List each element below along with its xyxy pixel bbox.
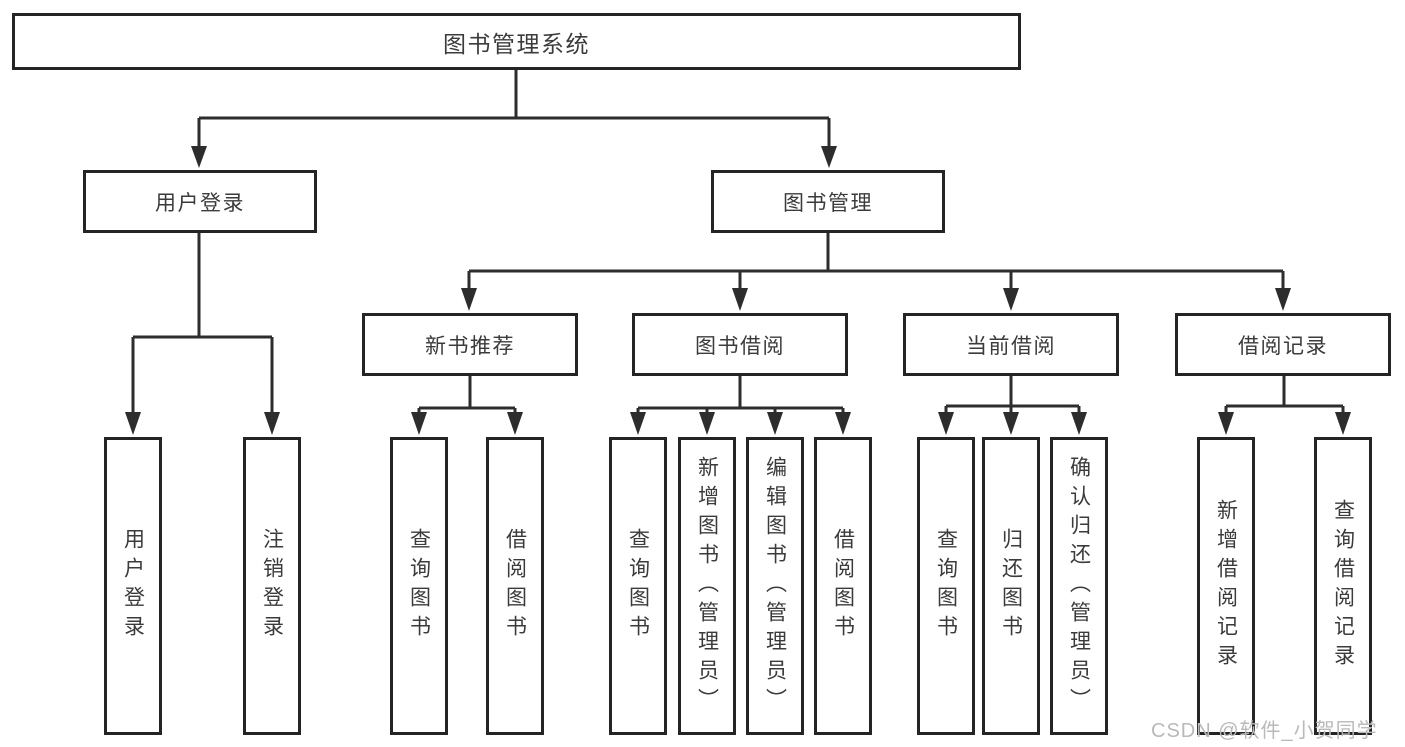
node-current-borrow-label: 当前借阅 xyxy=(966,334,1056,358)
node-user-login: 用户登录 xyxy=(83,170,317,233)
leaf-current-return: 归还图书 xyxy=(982,437,1040,735)
node-book-management-label: 图书管理 xyxy=(783,191,873,215)
node-book-borrow: 图书借阅 xyxy=(632,313,848,376)
connector-bookmgmt-to-level3 xyxy=(461,231,1291,311)
leaf-borrow-add-label: 新增图书（管理员） xyxy=(695,455,719,717)
leaf-borrow-query: 查询图书 xyxy=(609,437,667,735)
node-new-book-recommend: 新书推荐 xyxy=(362,313,578,376)
leaf-current-confirm-return-label: 确认归还（管理员） xyxy=(1067,455,1091,717)
leaf-current-query: 查询图书 xyxy=(917,437,975,735)
connector-userlogin-to-leaves xyxy=(125,231,280,435)
connector-root-to-level2 xyxy=(191,66,837,168)
leaf-records-query: 查询借阅记录 xyxy=(1314,437,1372,735)
leaf-newbooks-borrow: 借阅图书 xyxy=(486,437,544,735)
leaf-borrow-edit: 编辑图书（管理员） xyxy=(746,437,804,735)
leaf-records-add: 新增借阅记录 xyxy=(1197,437,1255,735)
leaf-logout-label: 注销登录 xyxy=(260,528,284,644)
connector-newbooks-to-leaves xyxy=(411,374,523,435)
node-book-borrow-label: 图书借阅 xyxy=(695,334,785,358)
csdn-watermark: CSDN @软件_小贺同学 xyxy=(1151,720,1378,742)
node-user-login-label: 用户登录 xyxy=(155,191,245,215)
leaf-borrow-add: 新增图书（管理员） xyxy=(678,437,736,735)
node-new-book-recommend-label: 新书推荐 xyxy=(425,334,515,358)
leaf-current-query-label: 查询图书 xyxy=(934,528,958,644)
leaf-borrow-edit-label: 编辑图书（管理员） xyxy=(763,455,787,717)
leaf-current-confirm-return: 确认归还（管理员） xyxy=(1050,437,1108,735)
connector-records-to-leaves xyxy=(1218,374,1351,435)
node-root: 图书管理系统 xyxy=(12,13,1021,70)
leaf-user-login-label: 用户登录 xyxy=(121,528,145,644)
node-borrow-records-label: 借阅记录 xyxy=(1238,334,1328,358)
leaf-borrow-query-label: 查询图书 xyxy=(626,528,650,644)
leaf-newbooks-query: 查询图书 xyxy=(390,437,448,735)
connector-bookborrow-to-leaves xyxy=(630,374,851,435)
node-root-label: 图书管理系统 xyxy=(443,30,590,57)
node-book-management: 图书管理 xyxy=(711,170,945,233)
leaf-logout: 注销登录 xyxy=(243,437,301,735)
node-current-borrow: 当前借阅 xyxy=(903,313,1119,376)
leaf-records-add-label: 新增借阅记录 xyxy=(1214,499,1238,673)
leaf-borrow-borrow: 借阅图书 xyxy=(814,437,872,735)
node-borrow-records: 借阅记录 xyxy=(1175,313,1391,376)
leaf-user-login: 用户登录 xyxy=(104,437,162,735)
leaf-newbooks-borrow-label: 借阅图书 xyxy=(503,528,527,644)
connector-currentborrow-to-leaves xyxy=(938,374,1087,435)
leaf-newbooks-query-label: 查询图书 xyxy=(407,528,431,644)
leaf-records-query-label: 查询借阅记录 xyxy=(1331,499,1355,673)
leaf-current-return-label: 归还图书 xyxy=(999,528,1023,644)
leaf-borrow-borrow-label: 借阅图书 xyxy=(831,528,855,644)
